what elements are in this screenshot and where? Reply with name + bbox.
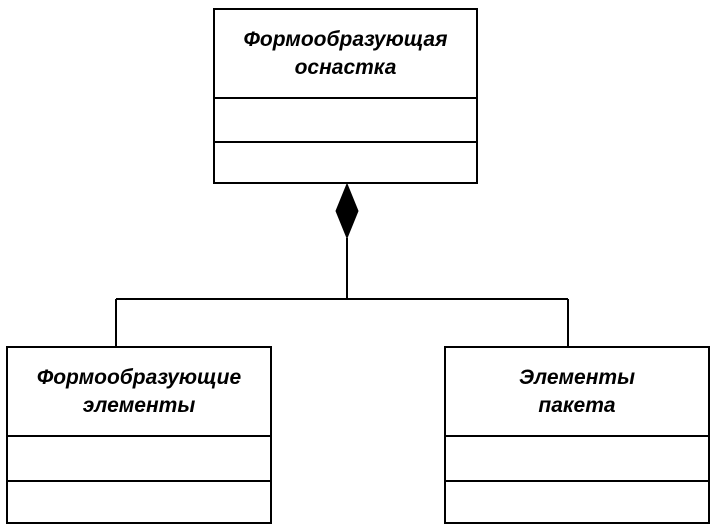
- operations-compartment: [8, 482, 270, 522]
- class-name-compartment: Элементы пакета: [446, 348, 708, 437]
- attributes-compartment: [8, 437, 270, 482]
- class-box-parent[interactable]: Формообразующая оснастка: [213, 8, 478, 184]
- attributes-compartment: [215, 99, 476, 143]
- class-name-parent: Формообразующая оснастка: [243, 27, 448, 79]
- class-box-right-child[interactable]: Элементы пакета: [444, 346, 710, 524]
- class-name-compartment: Формообразующая оснастка: [215, 10, 476, 99]
- class-name-left-child: Формообразующие элементы: [36, 365, 242, 417]
- operations-compartment: [446, 482, 708, 522]
- operations-compartment: [215, 143, 476, 182]
- class-name-compartment: Формообразующие элементы: [8, 348, 270, 437]
- composition-diamond: [335, 182, 359, 240]
- class-box-left-child[interactable]: Формообразующие элементы: [6, 346, 272, 524]
- class-name-right-child: Элементы пакета: [518, 365, 636, 417]
- attributes-compartment: [446, 437, 708, 482]
